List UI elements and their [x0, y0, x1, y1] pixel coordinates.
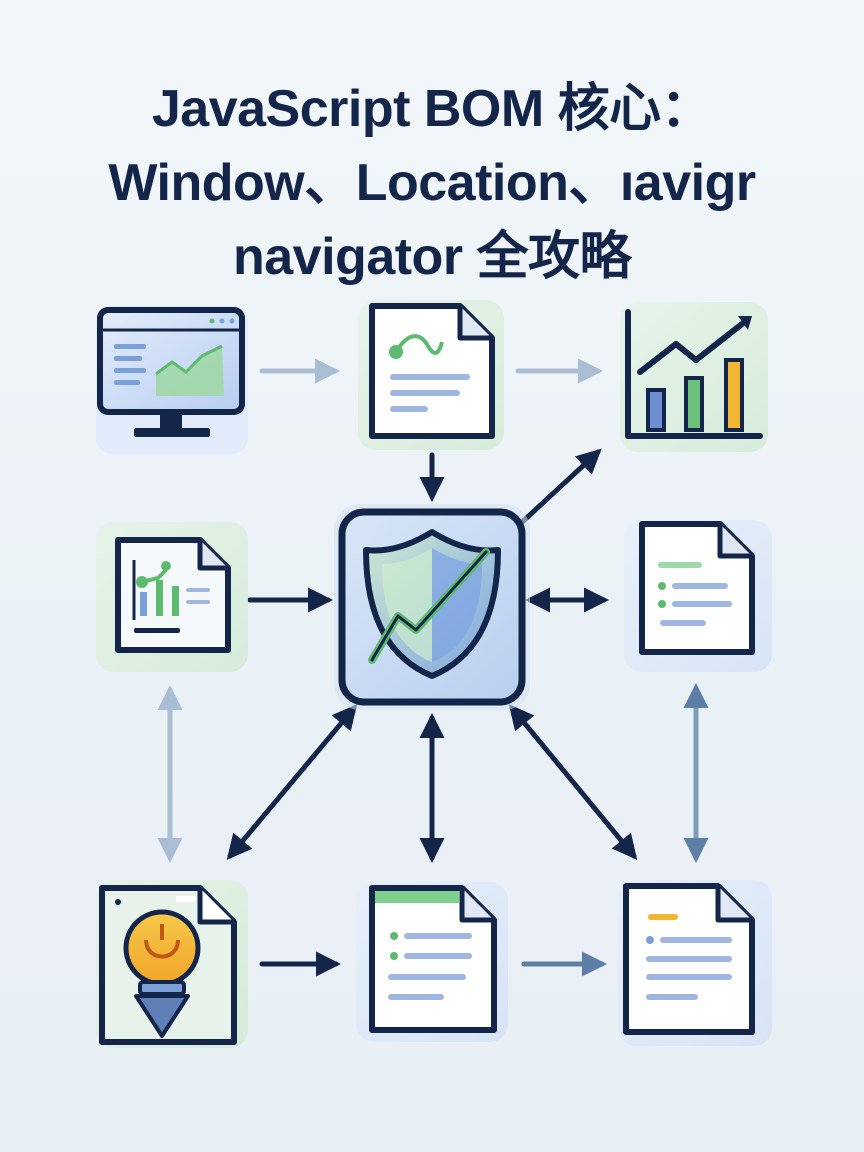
bar-chart-trend-icon	[620, 302, 768, 452]
document-list-icon	[356, 882, 508, 1042]
title-line-1: JavaScript BOM 核心：	[151, 80, 713, 138]
shield-check-icon	[334, 504, 530, 710]
document-list-icon	[624, 520, 772, 672]
document-graph-icon	[96, 522, 248, 672]
document-chart-icon	[358, 300, 504, 450]
arrow-center-bottom-left	[226, 704, 358, 860]
title-line-2: Window、Location、ıavigr	[108, 154, 756, 212]
document-list-icon	[618, 880, 772, 1046]
page-title: JavaScript BOM 核心： Window、Location、ıavig…	[0, 72, 864, 294]
monitor-chart-icon	[96, 306, 248, 454]
lightbulb-document-icon	[96, 880, 248, 1048]
arrows	[157, 358, 709, 977]
arrow-center-to-barchart	[517, 448, 602, 527]
title-line-3: navigator 全攻略	[233, 228, 632, 286]
arrow-center-bottom-right	[508, 704, 638, 860]
